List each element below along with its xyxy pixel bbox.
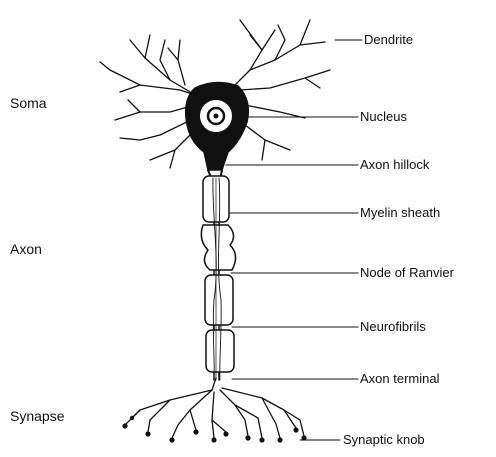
- soma-label: Soma: [10, 96, 47, 110]
- axon-terminal-label: Axon terminal: [360, 372, 439, 385]
- axon-terminal-branches: [125, 378, 304, 438]
- myelin-sheath-label: Myelin sheath: [360, 206, 440, 219]
- synapse-label: Synapse: [10, 409, 64, 423]
- node-of-ranvier-label: Node of Ranvier: [360, 266, 454, 279]
- nucleolus: [214, 114, 219, 119]
- nucleus-label: Nucleus: [360, 110, 407, 123]
- axon-label: Axon: [10, 242, 42, 256]
- dendrite-label: Dendrite: [364, 33, 413, 46]
- synaptic-knob-label: Synaptic knob: [343, 433, 425, 446]
- axon-hillock-label: Axon hillock: [360, 158, 429, 171]
- neurofibrils-label: Neurofibrils: [360, 320, 426, 333]
